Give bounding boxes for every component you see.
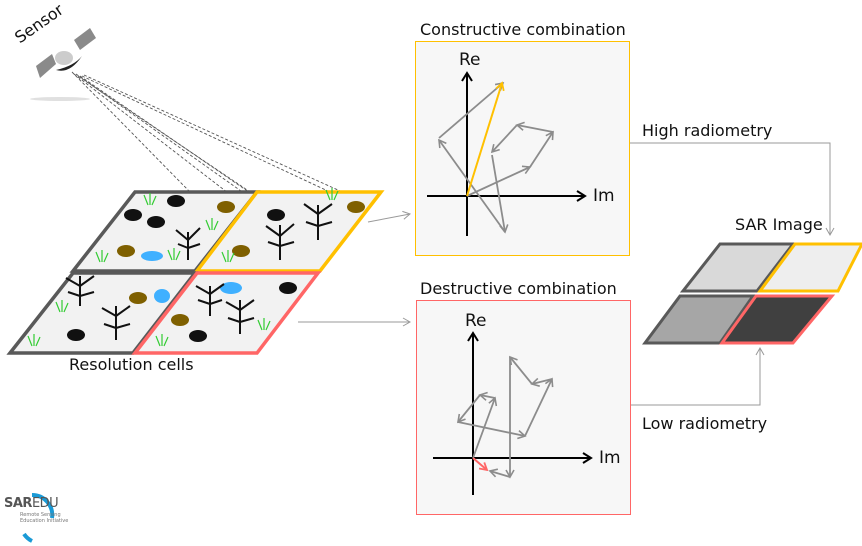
sar-pixel-bottom-right [719,294,836,345]
satellite-icon [30,28,96,101]
axis-im-label: Im [593,186,615,206]
sar-image [642,242,862,345]
grass-icons [27,188,339,347]
scatterers [67,195,365,342]
constructive-title: Constructive combination [420,20,626,39]
destructive-panel [416,300,631,515]
cell-bottom-right [131,271,322,355]
axis-re-label: Re [465,311,487,331]
sar-image-label: SAR Image [735,215,823,234]
sar-pixel-top-left [679,242,797,293]
sensor-beams [71,71,361,211]
low-radiometry-label: Low radiometry [642,414,768,433]
axis-im-label: Im [599,448,621,468]
axis-re-label: Re [459,50,481,70]
connectors [298,142,835,406]
resolution-cells [6,188,385,355]
high-radiometry-label: High radiometry [642,121,773,140]
sar-pixel-top-right [757,242,862,293]
saredu-logo-arc [22,492,55,543]
destructive-title: Destructive combination [420,279,617,298]
constructive-panel [415,41,630,256]
tree-icons [65,203,333,340]
sar-pixel-bottom-left [642,294,756,345]
resolution-cells-label: Resolution cells [69,355,194,374]
